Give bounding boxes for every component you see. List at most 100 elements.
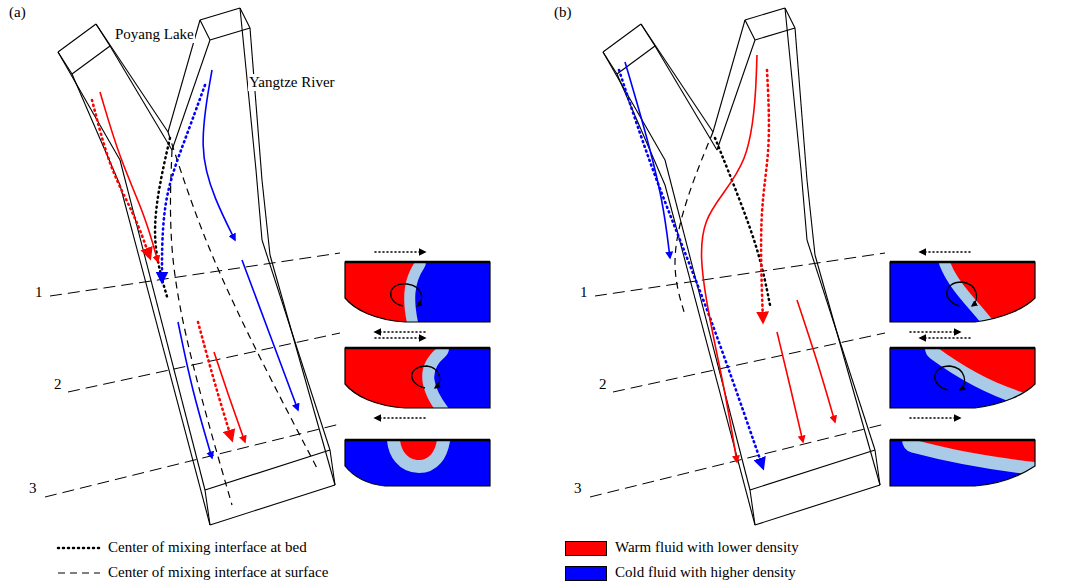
channel-edge bbox=[200, 8, 240, 20]
velocity-arrow bbox=[375, 331, 425, 333]
panel-label: (a) bbox=[8, 4, 27, 21]
channel-edge bbox=[58, 52, 120, 160]
velocity-arrow bbox=[375, 337, 425, 339]
channel-edge bbox=[641, 24, 713, 132]
surface-interface bbox=[675, 132, 713, 315]
legend-text: Center of mixing interface at surface bbox=[108, 564, 328, 581]
streamline bbox=[619, 70, 763, 468]
streamline bbox=[198, 322, 232, 440]
channel-outline bbox=[603, 8, 880, 525]
channel-edge bbox=[58, 24, 96, 52]
channel-edge bbox=[750, 490, 755, 525]
legend-swatch bbox=[565, 541, 607, 556]
channel-edge bbox=[875, 450, 880, 485]
circulation-arrow bbox=[412, 366, 440, 388]
streamline bbox=[761, 70, 769, 322]
streamline bbox=[203, 70, 235, 240]
cross-section bbox=[890, 252, 1035, 332]
section-line bbox=[595, 253, 885, 296]
channel-edge bbox=[603, 24, 641, 52]
water-body-label: Poyang Lake bbox=[114, 26, 195, 43]
channel-edge bbox=[200, 20, 210, 40]
legend-text: Warm fluid with lower density bbox=[615, 539, 799, 556]
channel-edge bbox=[655, 46, 717, 150]
streamline bbox=[178, 322, 212, 458]
cross-section bbox=[345, 440, 490, 486]
channel-edge bbox=[330, 450, 335, 485]
velocity-arrow bbox=[910, 331, 960, 333]
channel-edge bbox=[795, 28, 807, 180]
section-number: 3 bbox=[573, 480, 583, 497]
velocity-arrow bbox=[375, 251, 425, 253]
cross-section bbox=[345, 252, 490, 332]
channel-edge bbox=[270, 255, 335, 485]
streamline bbox=[214, 352, 245, 442]
channel-edge bbox=[110, 46, 172, 150]
confluence-panel bbox=[590, 8, 1035, 525]
channel-outline bbox=[58, 8, 335, 525]
channel-edge bbox=[72, 46, 110, 74]
streamline bbox=[702, 55, 757, 462]
legend-text: Cold fluid with higher density bbox=[615, 564, 796, 581]
surface-interface bbox=[168, 132, 318, 470]
velocity-arrow bbox=[920, 337, 970, 339]
channel-edge bbox=[815, 255, 880, 485]
legend-samples bbox=[58, 548, 100, 573]
circulation-arrow bbox=[391, 284, 422, 306]
channel-edge bbox=[256, 170, 262, 240]
channel-edge bbox=[755, 28, 795, 40]
channel-edge bbox=[120, 185, 210, 525]
section-line bbox=[613, 333, 885, 392]
channel-edge bbox=[250, 28, 262, 180]
cross-section bbox=[890, 338, 1035, 418]
water-body-label: Yangtze River bbox=[248, 74, 336, 91]
circulation-arrow bbox=[947, 282, 977, 306]
velocity-arrow bbox=[910, 417, 960, 419]
channel-edge bbox=[755, 485, 880, 525]
streamline bbox=[625, 62, 670, 258]
section-line bbox=[45, 424, 340, 497]
velocity-arrow bbox=[920, 251, 970, 253]
circulation-arrow bbox=[935, 366, 965, 390]
surface-interface bbox=[170, 150, 232, 505]
channel-edge bbox=[785, 8, 801, 170]
panel-label: (b) bbox=[553, 4, 573, 21]
cross-section bbox=[345, 338, 490, 418]
streamline bbox=[242, 260, 298, 410]
channel-edge bbox=[205, 490, 210, 525]
channel-edge bbox=[801, 170, 807, 240]
channel-edge bbox=[210, 485, 335, 525]
streamline bbox=[100, 92, 158, 262]
channel-edge bbox=[210, 28, 250, 40]
section-line bbox=[50, 253, 340, 296]
channel-edge bbox=[717, 40, 755, 150]
legend-line bbox=[58, 547, 100, 550]
bed-interface bbox=[155, 138, 170, 300]
streamline bbox=[162, 85, 205, 282]
channel-edge bbox=[120, 160, 205, 490]
channel-edge bbox=[750, 450, 875, 490]
channel-edge bbox=[617, 46, 655, 74]
section-number: 1 bbox=[579, 284, 589, 301]
streamline bbox=[797, 300, 835, 422]
section-number: 1 bbox=[34, 284, 44, 301]
channel-edge bbox=[603, 52, 665, 160]
cross-section bbox=[890, 440, 1035, 486]
confluence-panel bbox=[45, 8, 490, 525]
legend-swatch bbox=[565, 566, 607, 581]
channel-edge bbox=[665, 160, 750, 490]
channel-edge bbox=[745, 8, 785, 20]
section-number: 3 bbox=[28, 480, 38, 497]
streamline bbox=[92, 100, 150, 258]
channel-edge bbox=[172, 40, 210, 150]
legend-line bbox=[58, 572, 100, 573]
channel-edge bbox=[745, 20, 755, 40]
section-number: 2 bbox=[53, 376, 63, 393]
velocity-arrow bbox=[375, 417, 425, 419]
section-number: 2 bbox=[598, 376, 608, 393]
streamline bbox=[777, 332, 803, 442]
channel-edge bbox=[617, 74, 665, 185]
legend-text: Center of mixing interface at bed bbox=[108, 539, 307, 556]
